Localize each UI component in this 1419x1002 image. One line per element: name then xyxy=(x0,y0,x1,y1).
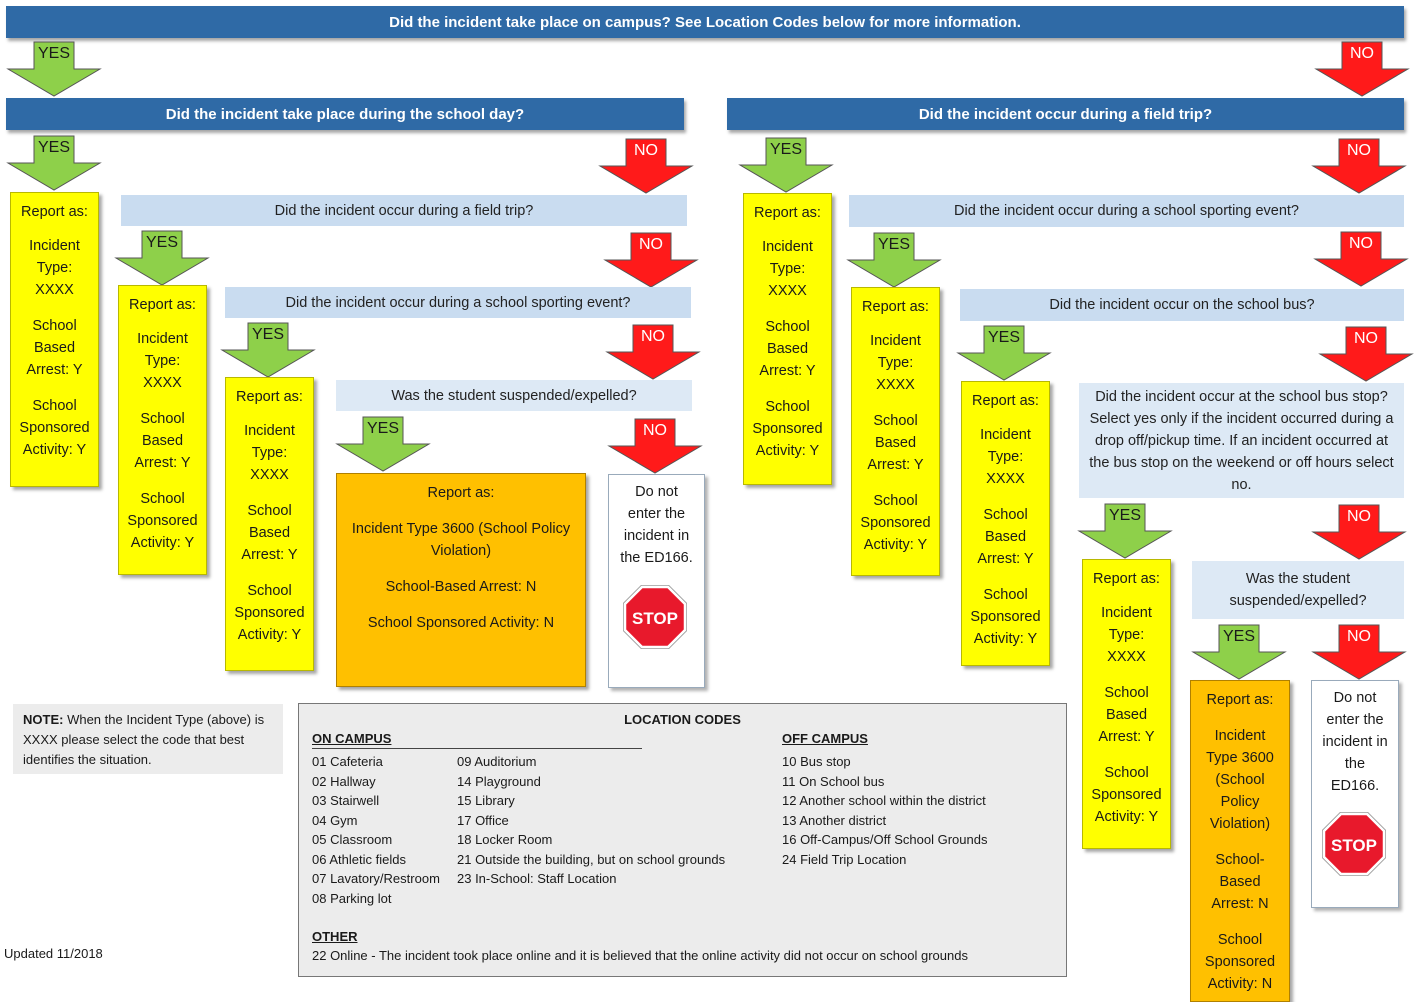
question-right-suspended: Was the student suspended/expelled? xyxy=(1192,561,1404,619)
question-right-school-bus: Did the incident occur on the school bus… xyxy=(960,289,1404,321)
question-right-sporting-event: Did the incident occur during a school s… xyxy=(849,195,1404,227)
note-text: When the Incident Type (above) is XXXX p… xyxy=(23,712,265,767)
svg-text:STOP: STOP xyxy=(1331,836,1377,855)
no-arrow: NO xyxy=(1311,624,1407,680)
list-item: 13 Another district xyxy=(782,812,887,828)
question-right-bus-stop: Did the incident occur at the school bus… xyxy=(1079,383,1404,498)
list-item: 18 Locker Room xyxy=(457,832,553,847)
list-item: 04 Gym xyxy=(312,812,358,828)
no-arrow: NO xyxy=(603,232,699,288)
list-item: 14 Playground xyxy=(457,773,541,789)
svg-text:STOP: STOP xyxy=(632,609,678,628)
yes-arrow: YES xyxy=(846,232,942,288)
yes-arrow: YES xyxy=(738,137,834,193)
on-campus-list-2: 09 Auditorium 14 Playground 15 Library 1… xyxy=(457,752,725,889)
list-item: 07 Lavatory/Restroom xyxy=(312,871,440,886)
list-item: 24 Field Trip Location xyxy=(782,851,907,867)
list-item: 16 Off-Campus/Off School Grounds xyxy=(782,832,988,847)
yes-arrow: YES xyxy=(220,322,316,378)
list-item: 10 Bus stop xyxy=(782,754,851,769)
other-item: 22 Online - The incident took place onli… xyxy=(312,948,968,963)
list-item: 23 In-School: Staff Location xyxy=(457,871,617,886)
no-arrow: NO xyxy=(1314,41,1410,97)
report-box-right-2: Report as: Incident Type: XXXX School Ba… xyxy=(851,287,940,576)
list-item: 15 Library xyxy=(457,793,515,808)
off-campus-list: 10 Bus stop 11 On School bus 12 Another … xyxy=(782,752,987,869)
yes-arrow: YES xyxy=(6,41,102,97)
off-campus-header: OFF CAMPUS xyxy=(782,731,868,746)
report-box-left-2: Report as: Incident Type: XXXX School Ba… xyxy=(118,285,207,575)
location-codes-panel: LOCATION CODES ON CAMPUS OFF CAMPUS 01 C… xyxy=(298,703,1067,977)
report-box-right-4: Report as: Incident Type: XXXX School Ba… xyxy=(1082,559,1171,849)
report-box-left-1: Report as: Incident Type: XXXX School Ba… xyxy=(10,192,99,487)
stop-sign-icon: STOP xyxy=(1321,811,1387,877)
updated-date: Updated 11/2018 xyxy=(4,946,103,961)
note-label: NOTE: xyxy=(23,712,64,727)
yes-arrow: YES xyxy=(335,416,431,472)
yes-arrow: YES xyxy=(114,230,210,286)
no-arrow: NO xyxy=(1318,326,1414,382)
report-box-left-3: Report as: Incident Type: XXXX School Ba… xyxy=(225,377,314,671)
no-arrow: NO xyxy=(1313,231,1409,287)
no-arrow: NO xyxy=(598,138,694,194)
question-on-campus: Did the incident take place on campus? S… xyxy=(6,6,1404,38)
report-box-right-policy-violation: Report as: Incident Type 3600 (School Po… xyxy=(1190,680,1290,1002)
question-left-field-trip: Did the incident occur during a field tr… xyxy=(121,195,687,226)
yes-arrow: YES xyxy=(1191,624,1287,680)
yes-arrow: YES xyxy=(6,135,102,191)
no-arrow: NO xyxy=(607,418,703,474)
list-item: 17 Office xyxy=(457,812,509,828)
list-item: 12 Another school within the district xyxy=(782,793,986,808)
list-item: 21 Outside the building, but on school g… xyxy=(457,851,726,867)
on-campus-list-1: 01 Cafeteria 02 Hallway 03 Stairwell 04 … xyxy=(312,752,440,908)
location-codes-title: LOCATION CODES xyxy=(624,712,741,727)
yes-arrow: YES xyxy=(1077,503,1173,559)
list-item: 05 Classroom xyxy=(312,832,393,847)
yes-arrow: YES xyxy=(956,325,1052,381)
list-item: 03 Stairwell xyxy=(312,793,380,808)
list-item: 09 Auditorium xyxy=(457,754,537,769)
do-not-enter-left: Do not enter the incident in the ED166. xyxy=(608,474,705,688)
other-header: OTHER xyxy=(312,929,358,944)
no-arrow: NO xyxy=(605,324,701,380)
stop-sign-icon: STOP xyxy=(622,584,688,650)
question-left-suspended: Was the student suspended/expelled? xyxy=(336,380,692,411)
on-campus-header: ON CAMPUS xyxy=(312,731,392,746)
list-item: 11 On School bus xyxy=(782,773,885,789)
list-item: 08 Parking lot xyxy=(312,890,392,906)
note-box: NOTE: When the Incident Type (above) is … xyxy=(13,704,283,774)
question-left-sporting-event: Did the incident occur during a school s… xyxy=(225,287,691,318)
no-arrow: NO xyxy=(1311,138,1407,194)
no-arrow: NO xyxy=(1311,504,1407,560)
list-item: 02 Hallway xyxy=(312,773,376,789)
list-item: 01 Cafeteria xyxy=(312,754,383,769)
report-box-left-policy-violation: Report as: Incident Type 3600 (School Po… xyxy=(336,473,586,687)
report-box-right-1: Report as: Incident Type: XXXX School Ba… xyxy=(743,193,832,485)
question-field-trip-off-campus: Did the incident occur during a field tr… xyxy=(727,98,1404,130)
question-school-day: Did the incident take place during the s… xyxy=(6,98,684,130)
report-box-right-3: Report as: Incident Type: XXXX School Ba… xyxy=(961,381,1050,666)
list-item: 06 Athletic fields xyxy=(312,851,406,867)
